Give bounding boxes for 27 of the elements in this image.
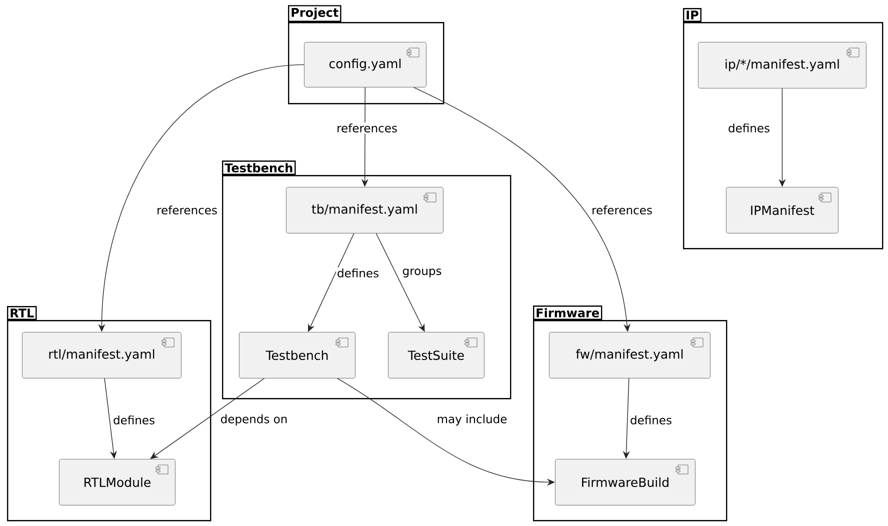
edge-label: groups [401,268,443,278]
node-label: RTL [10,308,34,318]
component-box: rtl/manifest.yaml [22,332,182,378]
component-box: fw/manifest.yaml [549,332,710,378]
component-box: FirmwareBuild [555,459,696,506]
edge-label: defines [629,414,673,426]
component-box: ip/*/manifest.yaml [698,42,866,88]
component-box: Testbench [239,332,356,378]
edge-label: may include [436,413,508,427]
node-label: Testbench [224,163,292,172]
component-box: tb/manifest.yaml [286,187,444,234]
arrow [150,378,265,459]
component-box: TestSuite [388,332,484,378]
edge-label: references [590,204,654,216]
component-box: config.yaml [304,42,426,88]
component-box: RTLModule [59,459,176,506]
node-label: Project [292,8,338,20]
edge-label: references [156,204,218,216]
edge-label: defines [336,268,380,278]
component-box: IPManifest [726,187,838,234]
arrow [376,233,425,332]
edge-label: references [336,122,398,134]
node-label: Firmware [536,308,599,318]
node-label: IP [686,10,698,20]
edge-label: depends on [219,413,289,427]
edge-label: defines [727,122,771,134]
edge-label: defines [112,414,156,426]
